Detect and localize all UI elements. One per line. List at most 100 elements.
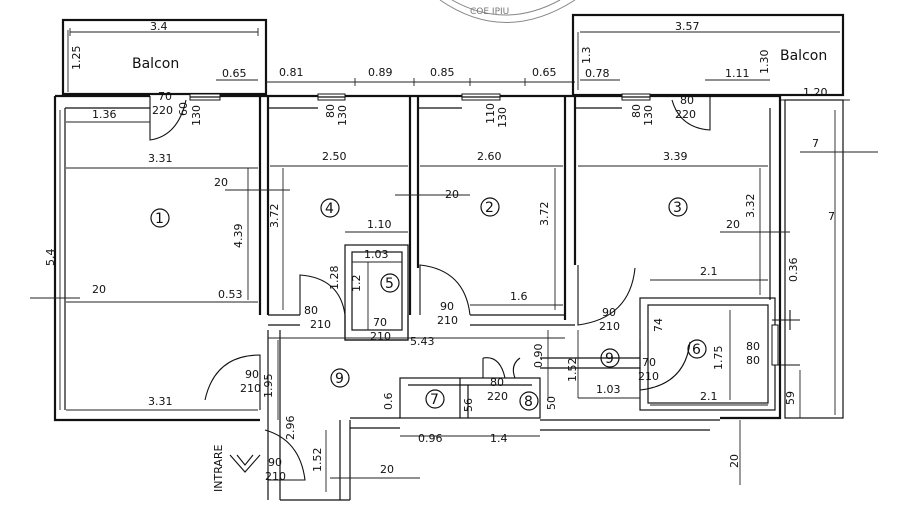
door-4-h: 210 xyxy=(599,320,620,333)
window-5-w: 80 xyxy=(680,94,694,107)
door-8-w: 90 xyxy=(268,456,282,469)
balcony-right-depth-left: 1.3 xyxy=(580,47,593,65)
room-3-height: 3.32 xyxy=(744,194,757,219)
room-6-height: 1.75 xyxy=(712,346,725,371)
door-3-h: 210 xyxy=(437,314,458,327)
room-7-width: 0.96 xyxy=(418,432,443,445)
room-6-number: 6 xyxy=(692,342,701,358)
balcony-right: 3.57 1.3 1.30 Balcon 0.78 1.11 1.20 xyxy=(571,13,850,101)
top-dim-0: 0.81 xyxy=(279,66,304,79)
room-5: 1.03 1.28 1.2 5 xyxy=(328,248,402,330)
room-5-number: 5 xyxy=(385,276,394,292)
room-4-number: 4 xyxy=(325,201,334,217)
hall-9-right: 1.03 1.52 9 xyxy=(566,330,640,399)
window-3-w: 110 xyxy=(484,103,497,124)
stamp: ϾOE IPIU xyxy=(439,0,576,23)
window-4-w: 80 xyxy=(630,104,643,118)
window-2-w: 80 xyxy=(324,104,337,118)
hallway-h3: 1.52 xyxy=(311,448,324,473)
door-8-h: 210 xyxy=(265,470,286,483)
room-4-extra: 1.10 xyxy=(367,218,392,231)
room-2: 2.60 3.72 1.6 20 2 xyxy=(395,150,563,310)
room-1-left-wall: 20 xyxy=(92,283,106,296)
room-6-width: 2.1 xyxy=(700,390,718,403)
room-2-wall: 20 xyxy=(445,188,459,201)
room-1-bottom: 3.31 xyxy=(148,395,173,408)
room-1-width: 3.31 xyxy=(148,152,173,165)
room-7-number: 7 xyxy=(430,392,439,408)
room-2-number: 2 xyxy=(485,200,494,216)
door-2-w: 70 xyxy=(373,316,387,329)
room-4-width: 2.50 xyxy=(322,150,347,163)
door-7-h: 220 xyxy=(487,390,508,403)
balcony-left-depth: 1.25 xyxy=(70,46,83,71)
hallway-number: 9 xyxy=(335,371,344,387)
misc-dims: 0.90 20 59 xyxy=(532,330,801,485)
window-2-h: 130 xyxy=(336,105,349,126)
room-2-width: 2.60 xyxy=(477,150,502,163)
room-1-side: 5.4 xyxy=(44,249,57,267)
hall-9r-number: 9 xyxy=(605,351,614,367)
room-3-side: 0.36 xyxy=(787,258,800,283)
room-5-h2: 1.2 xyxy=(350,275,363,293)
room-7-side: 0.6 xyxy=(382,393,395,411)
room-3-bottom: 2.1 xyxy=(700,265,718,278)
room-6-side: 74 xyxy=(652,318,665,332)
door-5-h: 210 xyxy=(638,370,659,383)
room-1: 3.31 4.39 5.4 3.31 0.53 20 20 1.36 1 xyxy=(30,108,290,411)
room-5-width: 1.03 xyxy=(364,248,389,261)
room-3: 3.39 3.32 2.1 20 0.36 3 xyxy=(578,150,800,295)
right-small: 59 xyxy=(784,391,797,405)
door-9-w: 80 xyxy=(746,340,760,353)
room-1-height: 4.39 xyxy=(232,224,245,249)
door-4-w: 90 xyxy=(602,306,616,319)
balcony-left-width: 3.4 xyxy=(150,20,168,33)
room-1-inner-wall: 20 xyxy=(214,176,228,189)
door-1-h: 210 xyxy=(310,318,331,331)
room-3-number: 3 xyxy=(673,200,682,216)
window-1-h: 220 xyxy=(152,104,173,117)
top-dim-2: 0.85 xyxy=(430,66,455,79)
hall-9r-height: 1.52 xyxy=(566,358,579,383)
door-9-h: 80 xyxy=(746,354,760,367)
balcony-left-label: Balcon xyxy=(132,56,179,72)
right-wall: 20 xyxy=(728,454,741,468)
hallway-h2: 2.96 xyxy=(284,416,297,441)
window-labels: 70 220 60 130 80 130 110 130 80 130 80 2… xyxy=(152,90,696,128)
room-1-extra: 0.53 xyxy=(218,288,243,301)
window-3-h: 130 xyxy=(496,107,509,128)
window-1-w: 70 xyxy=(158,90,172,103)
doors xyxy=(149,96,800,481)
room-7: 0.6 56 0.96 7 xyxy=(382,389,475,445)
balcony-left: 3.4 1.25 Balcon 0.65 xyxy=(61,18,268,96)
outer-walls: 7 7 xyxy=(53,94,878,422)
room-8-width: 1.4 xyxy=(490,432,508,445)
right-total: 7 xyxy=(828,210,835,223)
room-3-width: 3.39 xyxy=(663,150,688,163)
misc-090: 0.90 xyxy=(532,344,545,369)
door-labels: 80 210 70 210 90 210 90 210 70 210 90 21… xyxy=(240,300,760,483)
window-1-sh: 130 xyxy=(190,105,203,126)
right-tick: 7 xyxy=(812,137,819,150)
door-3-w: 90 xyxy=(440,300,454,313)
room-1-window-offset: 1.36 xyxy=(92,108,117,121)
door-6-w: 90 xyxy=(245,368,259,381)
room-4: 2.50 3.72 1.10 4 xyxy=(268,150,408,310)
entrance-label: INTRARE xyxy=(212,444,225,492)
hallway-h1: 1.95 xyxy=(262,374,275,399)
balcony-right-label: Balcon xyxy=(780,48,827,64)
room-5-h1: 1.28 xyxy=(328,266,341,291)
room-8-side: 50 xyxy=(545,396,558,410)
balcony-right-width: 3.57 xyxy=(675,20,700,33)
entrance: INTRARE xyxy=(212,444,261,492)
door-6-h: 210 xyxy=(240,382,261,395)
balcony-left-offset: 0.65 xyxy=(222,67,247,80)
window-5-h: 220 xyxy=(675,108,696,121)
hallway-wall: 20 xyxy=(380,463,394,476)
room-8-number: 8 xyxy=(524,394,533,410)
top-dims: 0.81 0.89 0.85 0.65 xyxy=(266,66,575,86)
balcony-right-side: 1.20 xyxy=(803,86,828,99)
balcony-right-offset-a: 0.78 xyxy=(585,67,610,80)
room-2-height: 3.72 xyxy=(538,202,551,227)
balcony-right-offset-b: 1.11 xyxy=(725,67,750,80)
